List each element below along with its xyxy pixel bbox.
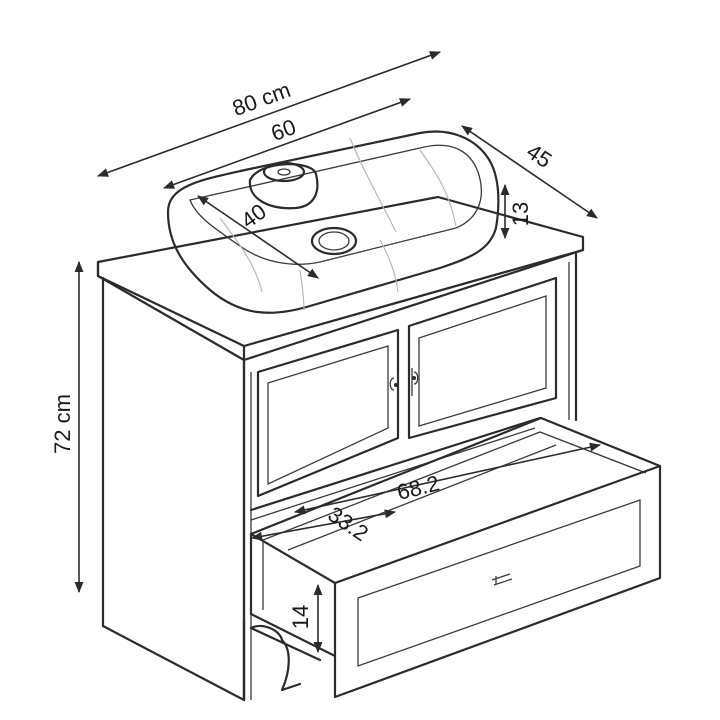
overall-width-label: 80 cm	[229, 77, 294, 121]
cabinet	[96, 195, 662, 702]
left-door	[256, 328, 400, 498]
dimension-lines	[74, 51, 602, 654]
basin-height-label: 13	[508, 202, 533, 226]
left-side-panel	[101, 276, 246, 702]
drawer-width-label: 68.2	[394, 470, 442, 505]
drain-icon	[310, 226, 358, 256]
drawer-depth-label: 33.2	[323, 501, 372, 546]
right-door	[407, 276, 558, 440]
overall-height-label: 72 cm	[50, 394, 75, 454]
depth-label: 45	[522, 139, 556, 173]
base-plinth	[242, 618, 302, 702]
drawer	[249, 416, 662, 699]
tap-icon	[248, 161, 319, 210]
basin	[166, 130, 500, 314]
drawer-handle	[491, 573, 513, 586]
drawer-height-label: 14	[288, 605, 313, 629]
handle-icon	[389, 368, 419, 400]
